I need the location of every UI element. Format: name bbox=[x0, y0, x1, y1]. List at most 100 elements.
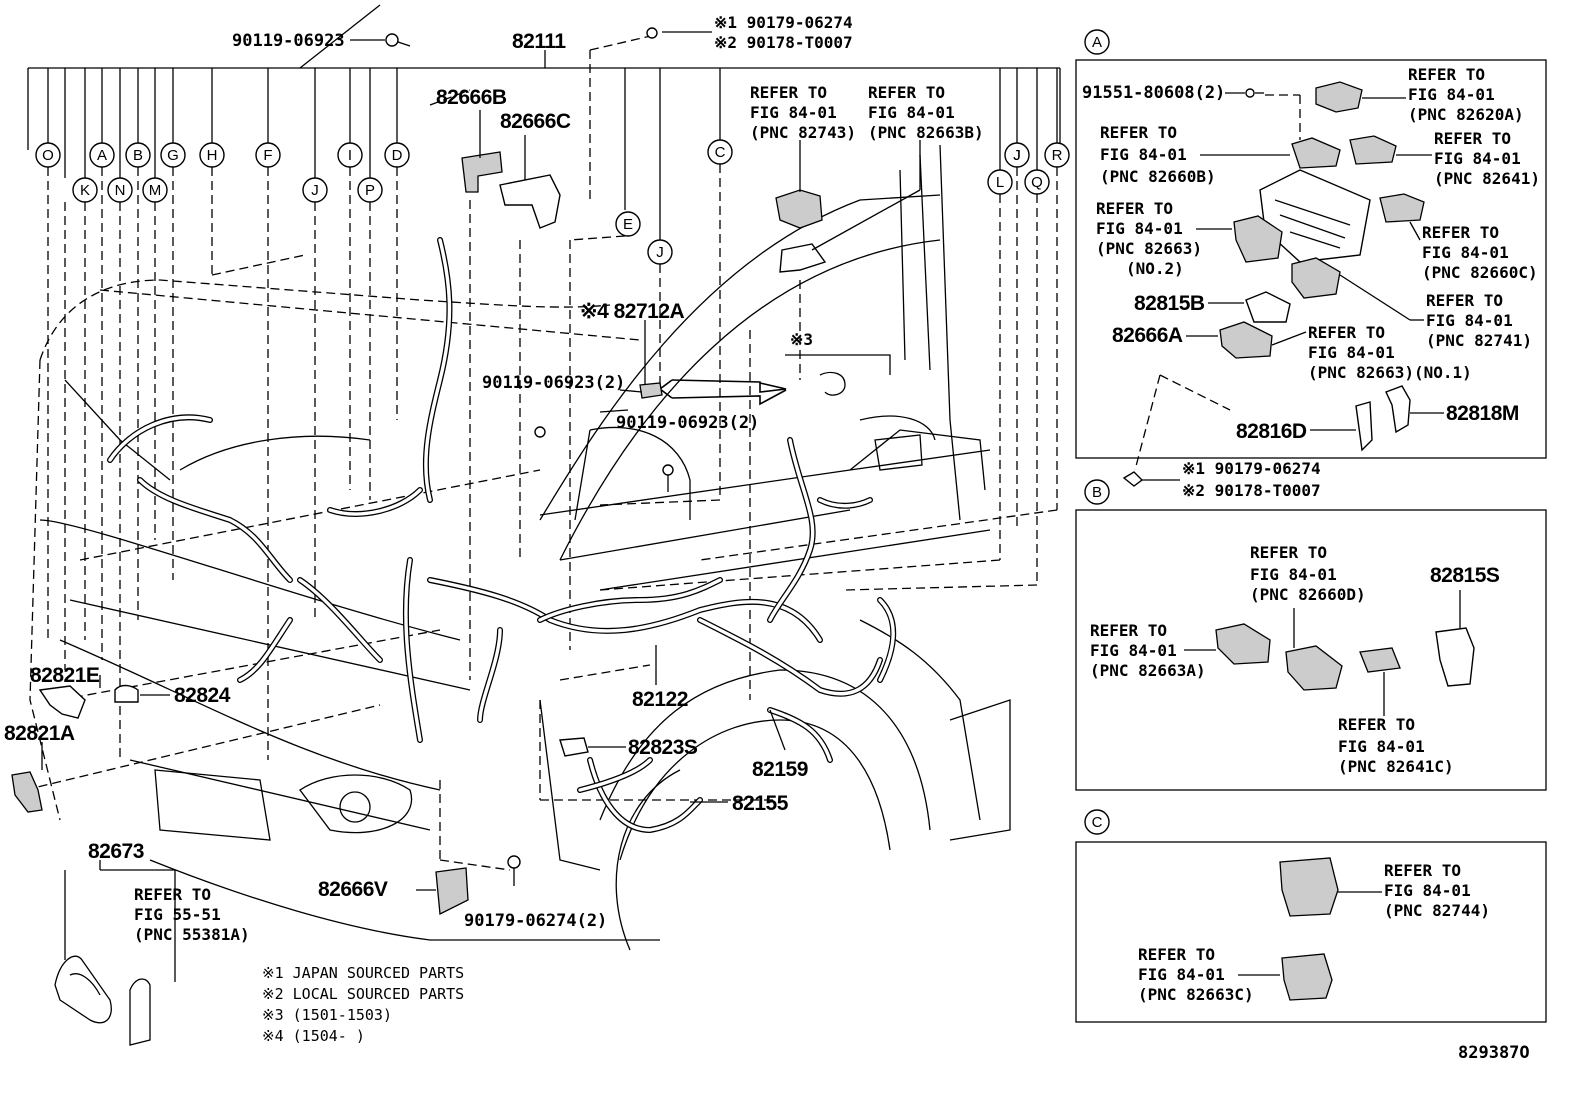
ref-82744-l2: FIG 84-01 bbox=[1384, 881, 1471, 900]
ref-82660c-l1: REFER TO bbox=[1422, 223, 1499, 242]
panel-b-tag: B bbox=[1092, 484, 1102, 501]
ref-82743-l2: FIG 84-01 bbox=[750, 103, 837, 122]
ref-82660b-l1: REFER TO bbox=[1100, 123, 1177, 142]
callout-82111: 82111 bbox=[512, 30, 566, 53]
callout-82159: 82159 bbox=[752, 758, 808, 781]
ref-82660c-l2: FIG 84-01 bbox=[1422, 243, 1509, 262]
letter-j-mid: J bbox=[656, 244, 664, 261]
ref-82663no2-l4: (NO.2) bbox=[1126, 259, 1184, 278]
ref-82663no1-l1: REFER TO bbox=[1308, 323, 1385, 342]
letter-k: K bbox=[80, 182, 90, 199]
letter-e: E bbox=[623, 216, 633, 233]
callout-90119-top: 90119-06923 bbox=[232, 31, 345, 51]
letter-text: O A B G H F I D C J L J R K N M J P E J … bbox=[42, 144, 1062, 261]
ref-82663no2-l1: REFER TO bbox=[1096, 199, 1173, 218]
letter-j-r2: J bbox=[1013, 147, 1021, 164]
panel-a-bolt: 91551-80608(2) bbox=[1082, 83, 1225, 103]
callout-82666a: 82666A bbox=[1112, 324, 1183, 347]
ref-82663a-l1: REFER TO bbox=[1090, 621, 1167, 640]
legend-4: ※4 (1504- ) bbox=[262, 1027, 365, 1045]
callout-82824: 82824 bbox=[174, 684, 231, 707]
ref-82660d-l3: (PNC 82660D) bbox=[1250, 585, 1366, 604]
letter-o: O bbox=[42, 147, 54, 164]
panel-c-tag: C bbox=[1092, 814, 1103, 831]
ref-55381a-l2: FIG 55-51 bbox=[134, 905, 221, 924]
ref-82663a-l3: (PNC 82663A) bbox=[1090, 661, 1206, 680]
ref-82660b-l3: (PNC 82660B) bbox=[1100, 167, 1216, 186]
ref-82741-l2: FIG 84-01 bbox=[1426, 311, 1513, 330]
callout-82673: 82673 bbox=[88, 840, 144, 863]
ref-82663b-l1: REFER TO bbox=[868, 83, 945, 102]
ref-82660b-l2: FIG 84-01 bbox=[1100, 145, 1187, 164]
panel-a-clip2: ※2 90178-T0007 bbox=[1182, 481, 1321, 500]
letter-q: Q bbox=[1031, 174, 1043, 191]
ref-82663c-l3: (PNC 82663C) bbox=[1138, 985, 1254, 1004]
letter-circles-top bbox=[35, 139, 1070, 265]
callout-82122: 82122 bbox=[632, 688, 688, 711]
ref-82620a-l3: (PNC 82620A) bbox=[1408, 105, 1524, 124]
callout-82666v: 82666V bbox=[318, 878, 388, 901]
main-callouts: 82111 90119-06923 ※1 90179-06274 ※2 9017… bbox=[4, 13, 984, 944]
ref-82641-l2: FIG 84-01 bbox=[1434, 149, 1521, 168]
ref-82641-l3: (PNC 82641) bbox=[1434, 169, 1540, 188]
bracket-frame bbox=[27, 4, 1061, 150]
letter-b: B bbox=[133, 147, 143, 164]
ref-82641c-l3: (PNC 82641C) bbox=[1338, 757, 1454, 776]
callout-90179-top: ※1 90179-06274 bbox=[714, 13, 853, 32]
ref-82663no1-l3: (PNC 82663)(NO.1) bbox=[1308, 363, 1472, 382]
ref-82743-l3: (PNC 82743) bbox=[750, 123, 856, 142]
legend-1: ※1 JAPAN SOURCED PARTS bbox=[262, 964, 464, 982]
parts-main bbox=[11, 27, 827, 1046]
ref-82663c-l1: REFER TO bbox=[1138, 945, 1215, 964]
letter-d: D bbox=[392, 147, 403, 164]
callout-82666c: 82666C bbox=[500, 110, 571, 133]
ref-82744-l1: REFER TO bbox=[1384, 861, 1461, 880]
ref-82641-l1: REFER TO bbox=[1434, 129, 1511, 148]
ref-82663b-l3: (PNC 82663B) bbox=[868, 123, 984, 142]
callout-82155: 82155 bbox=[732, 792, 789, 815]
letter-a: A bbox=[97, 147, 107, 164]
callout-82712a: ※4 82712A bbox=[580, 300, 685, 323]
letter-i: I bbox=[348, 147, 352, 164]
panel-c: C REFER TO FIG 84-01 (PNC 82744) REFER T… bbox=[1075, 809, 1547, 1023]
callout-90178-top: ※2 90178-T0007 bbox=[714, 33, 853, 52]
ref-82743-l1: REFER TO bbox=[750, 83, 827, 102]
panel-a-clip1: ※1 90179-06274 bbox=[1182, 459, 1321, 478]
ref-82663b-l2: FIG 84-01 bbox=[868, 103, 955, 122]
letter-c: C bbox=[715, 144, 726, 161]
callout-90119-2b: 90119-06923(2) bbox=[616, 413, 759, 433]
callout-82823s: 82823S bbox=[628, 736, 698, 759]
letter-g: G bbox=[167, 147, 179, 164]
ref-82641c-l2: FIG 84-01 bbox=[1338, 737, 1425, 756]
ref-82663a-l2: FIG 84-01 bbox=[1090, 641, 1177, 660]
letter-j-right: J bbox=[1013, 147, 1021, 164]
letter-r: R bbox=[1052, 147, 1063, 164]
leaders-main bbox=[41, 31, 921, 891]
letter-l: L bbox=[996, 174, 1004, 191]
ref-82620a-l2: FIG 84-01 bbox=[1408, 85, 1495, 104]
letter-leaders bbox=[47, 68, 1058, 240]
figure-id: 829387O bbox=[1458, 1043, 1530, 1063]
legend-2: ※2 LOCAL SOURCED PARTS bbox=[262, 985, 464, 1003]
panel-a-tag: A bbox=[1092, 34, 1102, 51]
callout-82815b: 82815B bbox=[1134, 292, 1205, 315]
ref-55381a-l1: REFER TO bbox=[134, 885, 211, 904]
callout-82818m: 82818M bbox=[1446, 402, 1519, 425]
ref-55381a-l3: (PNC 55381A) bbox=[134, 925, 250, 944]
letter-p: P bbox=[365, 182, 375, 199]
ref-82660d-l2: FIG 84-01 bbox=[1250, 565, 1337, 584]
panel-a: A 91551-80608(2) REFER TO FIG 84-01 (PNC… bbox=[1075, 29, 1547, 500]
callout-90179-2: 90179-06274(2) bbox=[464, 911, 607, 931]
ref-82660c-l3: (PNC 82660C) bbox=[1422, 263, 1538, 282]
ref-82620a-l1: REFER TO bbox=[1408, 65, 1485, 84]
wire-harness bbox=[107, 237, 897, 834]
letter-f: F bbox=[263, 147, 272, 164]
ref-82741-l3: (PNC 82741) bbox=[1426, 331, 1532, 350]
ref-82663no1-l2: FIG 84-01 bbox=[1308, 343, 1395, 362]
ref-82663no2-l3: (PNC 82663) bbox=[1096, 239, 1202, 258]
ref-82744-l3: (PNC 82744) bbox=[1384, 901, 1490, 920]
legend-3: ※3 (1501-1503) bbox=[262, 1006, 392, 1024]
callout-82666b: 82666B bbox=[436, 86, 507, 109]
ref-82741-l1: REFER TO bbox=[1426, 291, 1503, 310]
